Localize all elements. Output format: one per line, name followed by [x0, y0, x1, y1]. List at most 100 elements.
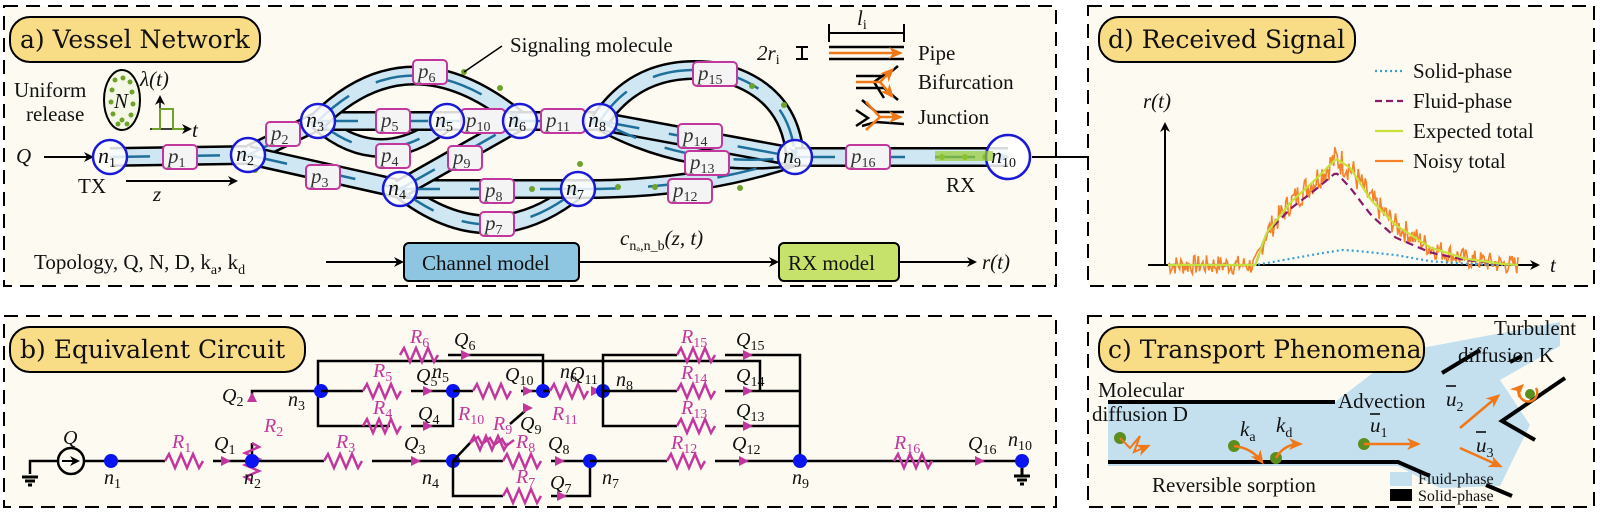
signaling-molecule	[749, 83, 755, 89]
x-axis-label: t	[1550, 253, 1557, 277]
svg-text:p5: p5	[379, 108, 399, 135]
legend-solid-swatch	[1390, 489, 1412, 501]
release-count-symbol: N	[113, 89, 129, 113]
circuit-node-n2: n2	[244, 454, 261, 492]
legend-length-symbol: li	[857, 6, 867, 33]
tx-label: TX	[78, 174, 106, 198]
panel-a-title: a) Vessel Network	[20, 25, 251, 54]
svg-text:Q6: Q6	[454, 329, 475, 354]
network-node-n6: n6	[501, 102, 539, 140]
flow-Q16: Q16	[968, 433, 996, 466]
svg-text:Q4: Q4	[418, 403, 439, 428]
svg-text:p6: p6	[416, 59, 436, 86]
svg-text:R3: R3	[335, 431, 355, 456]
flow-input-label: Q	[16, 144, 31, 168]
svg-text:Noisy total: Noisy total	[1413, 149, 1506, 173]
svg-text:n8: n8	[588, 107, 606, 135]
svg-text:n4: n4	[422, 467, 439, 492]
flow-Q9: Q9	[520, 403, 541, 438]
branch-wall-middle	[1498, 376, 1567, 442]
svg-text:Q12: Q12	[732, 433, 760, 458]
svg-text:Q14: Q14	[736, 365, 764, 390]
signaling-molecule-pointer	[463, 45, 503, 73]
panel-a-title-pill	[9, 16, 261, 63]
signaling-molecule	[577, 161, 583, 167]
advection-arrow-u2	[1459, 394, 1501, 429]
circuit-node-n9: n9	[792, 454, 809, 492]
resistor-R6: R6	[398, 326, 440, 366]
pipe-label-p5: p5	[375, 108, 411, 135]
svg-text:p11: p11	[544, 108, 570, 135]
circuit-wire	[509, 410, 526, 425]
panel-b-title-pill	[9, 326, 306, 373]
molecule-cluster-icon: N	[103, 69, 141, 131]
pipeline-output: r(t)	[982, 250, 1010, 274]
series-expected-total	[1168, 158, 1519, 267]
flow-direction-arrow	[577, 155, 797, 191]
branch-wall-upper	[1440, 348, 1482, 375]
pipe-label-p8: p8	[479, 178, 515, 205]
svg-text:R4: R4	[372, 397, 392, 422]
network-node-n4: n4	[381, 170, 419, 208]
legend-entry-expected-total: Expected total	[1375, 119, 1534, 143]
pipe-label-p16: p16	[845, 144, 891, 171]
svg-text:p9: p9	[451, 145, 471, 172]
ka-label: ka	[1240, 417, 1256, 445]
resistor-R16: R16	[892, 432, 934, 472]
svg-text:p13: p13	[688, 150, 715, 177]
svg-text:n5: n5	[435, 107, 453, 135]
flow-Q1: Q1	[214, 433, 235, 466]
flow-direction-arrow	[109, 150, 250, 161]
svg-text:R8: R8	[515, 431, 535, 456]
panel-vessel-network: a) Vessel Network Uniform release N λ(t)…	[3, 5, 1130, 287]
signaling-molecule	[615, 184, 621, 190]
z-axis-label: z	[152, 182, 161, 206]
flow-Q3: Q3	[404, 433, 425, 466]
network-node-n2: n2	[229, 136, 267, 174]
panel-transport-phenomena: c) Transport Phenomena Molecular diffusi…	[1087, 315, 1595, 508]
pipe-label-p12: p12	[667, 178, 713, 205]
circuit-wire	[28, 459, 57, 474]
svg-text:R5: R5	[372, 360, 392, 385]
molecular-diffusion-label-2: diffusion D	[1092, 402, 1188, 426]
series-solid-phase	[1168, 248, 1518, 267]
svg-text:R16: R16	[893, 432, 920, 457]
svg-text:n7: n7	[602, 467, 619, 492]
resistor-R1: R1	[163, 431, 205, 472]
svg-text:Q5: Q5	[416, 365, 437, 390]
legend-entry-noisy-total: Noisy total	[1375, 149, 1506, 173]
circuit-node-n1: n1	[104, 454, 121, 492]
signaling-molecule	[737, 185, 743, 191]
u1-label: u1	[1370, 413, 1388, 441]
branch-wall-top-tick	[1509, 354, 1523, 364]
resistor-R13: R13	[675, 397, 717, 437]
flow-Q8: Q8	[548, 433, 569, 466]
svg-text:p2: p2	[269, 121, 289, 148]
resistor-R15: R15	[675, 326, 717, 366]
reversible-sorption-label: Reversible sorption	[1152, 473, 1316, 497]
circuit-wire	[601, 391, 677, 428]
svg-text:Expected total: Expected total	[1413, 119, 1534, 143]
svg-text:R1: R1	[171, 431, 191, 456]
svg-text:n8: n8	[616, 369, 633, 394]
pipe-label-p7: p7	[479, 211, 515, 238]
panel-d-title-pill	[1098, 16, 1356, 63]
resistor-R9-diag	[469, 435, 515, 448]
advection-arrow-u3	[1459, 446, 1503, 468]
pipe-label-p2: p2	[265, 121, 301, 148]
svg-text:Q8: Q8	[548, 433, 569, 458]
legend-junction-label: Junction	[918, 105, 990, 129]
panel-b-title: b) Equivalent Circuit	[20, 335, 285, 364]
molecule-turbulent	[1525, 389, 1535, 399]
svg-text:Q13: Q13	[736, 400, 764, 425]
svg-text:p1: p1	[166, 144, 186, 171]
circuit-wire	[448, 353, 545, 391]
resistor-R4: R4	[361, 397, 403, 437]
chart-series	[1167, 146, 1519, 278]
turbulence-swirl-icon	[1509, 383, 1539, 403]
svg-text:n6: n6	[508, 107, 526, 135]
